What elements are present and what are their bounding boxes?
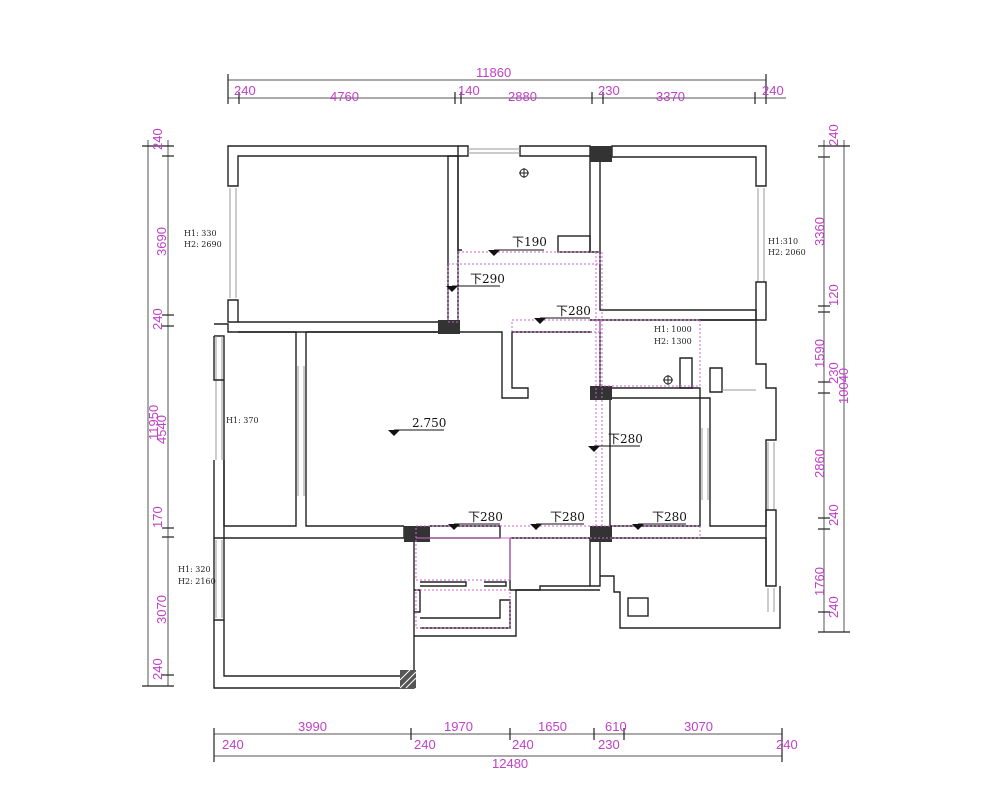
bottom-lower-4: 230 <box>598 737 620 752</box>
level-marker-280-a: 下280 <box>534 304 591 324</box>
top-seg-7: 240 <box>762 83 784 98</box>
bottom-dimension-chain: 3990 1970 1650 610 3070 240 240 240 230 … <box>213 719 798 771</box>
top-total-label: 11860 <box>476 65 511 80</box>
drop-190-label: 下190 <box>512 235 547 249</box>
ceiling-lights <box>519 168 673 385</box>
left-seg-2: 3690 <box>154 227 169 256</box>
right-seg-7: 240 <box>826 504 841 526</box>
note-bath-h1: H1: 1000 <box>654 325 692 334</box>
level-marker-280-b: 下280 <box>588 432 643 452</box>
drop-280-label: 下280 <box>556 304 591 318</box>
bottom-upper-5: 3070 <box>684 719 713 734</box>
bottom-lower-1: 240 <box>222 737 244 752</box>
drop-280-label: 下280 <box>608 432 643 446</box>
bottom-upper-4: 610 <box>605 719 627 734</box>
right-dimension-chain: 240 3360 120 1590 230 10040 2860 240 176… <box>812 124 851 633</box>
main-level-label: 2.750 <box>412 416 446 430</box>
level-markers: 2.750 下190 下290 下280 下280 下280 <box>388 235 687 530</box>
note-balcony-h: H1: 370 <box>226 416 259 425</box>
right-seg-3: 120 <box>826 284 841 306</box>
column-mid-left <box>438 320 460 334</box>
left-seg-5: 170 <box>150 506 165 528</box>
drop-290-label: 下290 <box>470 272 505 286</box>
note-bottom-left-h2: H2: 2160 <box>178 577 216 586</box>
left-dimension-chain: 11950 240 3690 240 4540 170 3070 240 <box>142 128 174 687</box>
right-seg-2: 3360 <box>812 217 827 246</box>
column-mid-right <box>590 386 612 400</box>
level-marker-290: 下290 <box>446 272 505 292</box>
top-seg-1: 240 <box>234 83 256 98</box>
level-marker-280-e: 下280 <box>632 510 687 530</box>
top-seg-3: 140 <box>458 83 480 98</box>
bottom-lower-5: 240 <box>776 737 798 752</box>
column-top <box>590 146 612 162</box>
left-seg-1: 240 <box>150 128 165 150</box>
right-total-label: 10040 <box>836 368 851 404</box>
left-seg-4: 4540 <box>154 415 169 444</box>
drop-280-label: 下280 <box>550 510 585 524</box>
walls <box>213 145 781 689</box>
drop-280-label: 下280 <box>468 510 503 524</box>
drop-280-label: 下280 <box>652 510 687 524</box>
note-bedroom-left-h2: H2: 2690 <box>184 240 222 249</box>
ceiling-outlines <box>415 251 701 629</box>
left-total-label: 11950 <box>146 405 161 440</box>
bottom-total-label: 12480 <box>492 756 528 771</box>
bottom-lower-2: 240 <box>414 737 436 752</box>
note-bottom-left-h1: H1: 320 <box>178 565 211 574</box>
right-seg-4: 1590 <box>812 339 827 368</box>
column-bottom-left <box>404 526 430 542</box>
level-marker-280-d: 下280 <box>530 510 585 530</box>
note-bedroom-right-h2: H2: 2060 <box>768 248 806 257</box>
top-seg-2: 4760 <box>330 89 359 104</box>
right-seg-6: 2860 <box>812 449 827 478</box>
top-dimension-chain: 11860 240 4760 140 2880 230 3370 240 <box>227 65 786 104</box>
left-seg-3: 240 <box>150 308 165 330</box>
right-seg-1: 240 <box>826 124 841 146</box>
top-seg-6: 3370 <box>656 89 685 104</box>
right-seg-9: 240 <box>826 596 841 618</box>
note-bedroom-right-h1: H1:310 <box>768 237 798 246</box>
light-fixture-icon <box>519 168 529 178</box>
right-seg-5: 230 <box>826 362 841 384</box>
level-marker-main: 2.750 <box>388 416 446 436</box>
bottom-lower-3: 240 <box>512 737 534 752</box>
bottom-upper-1: 3990 <box>298 719 327 734</box>
left-seg-6: 3070 <box>154 595 169 624</box>
column-bottom-right <box>590 526 612 542</box>
top-seg-4: 2880 <box>508 89 537 104</box>
window-notes: H1: 330 H2: 2690 H1:310 H2: 2060 H1: 100… <box>178 229 806 586</box>
right-seg-8: 1760 <box>812 567 827 596</box>
bottom-upper-2: 1970 <box>444 719 473 734</box>
top-seg-5: 230 <box>598 83 620 98</box>
note-bath-h2: H2: 1300 <box>654 337 692 346</box>
bottom-upper-3: 1650 <box>538 719 567 734</box>
note-bedroom-left-h1: H1: 330 <box>184 229 217 238</box>
level-marker-190: 下190 <box>488 235 547 256</box>
level-marker-280-c: 下280 <box>448 510 503 530</box>
left-seg-7: 240 <box>150 658 165 680</box>
light-fixture-icon <box>663 375 673 385</box>
